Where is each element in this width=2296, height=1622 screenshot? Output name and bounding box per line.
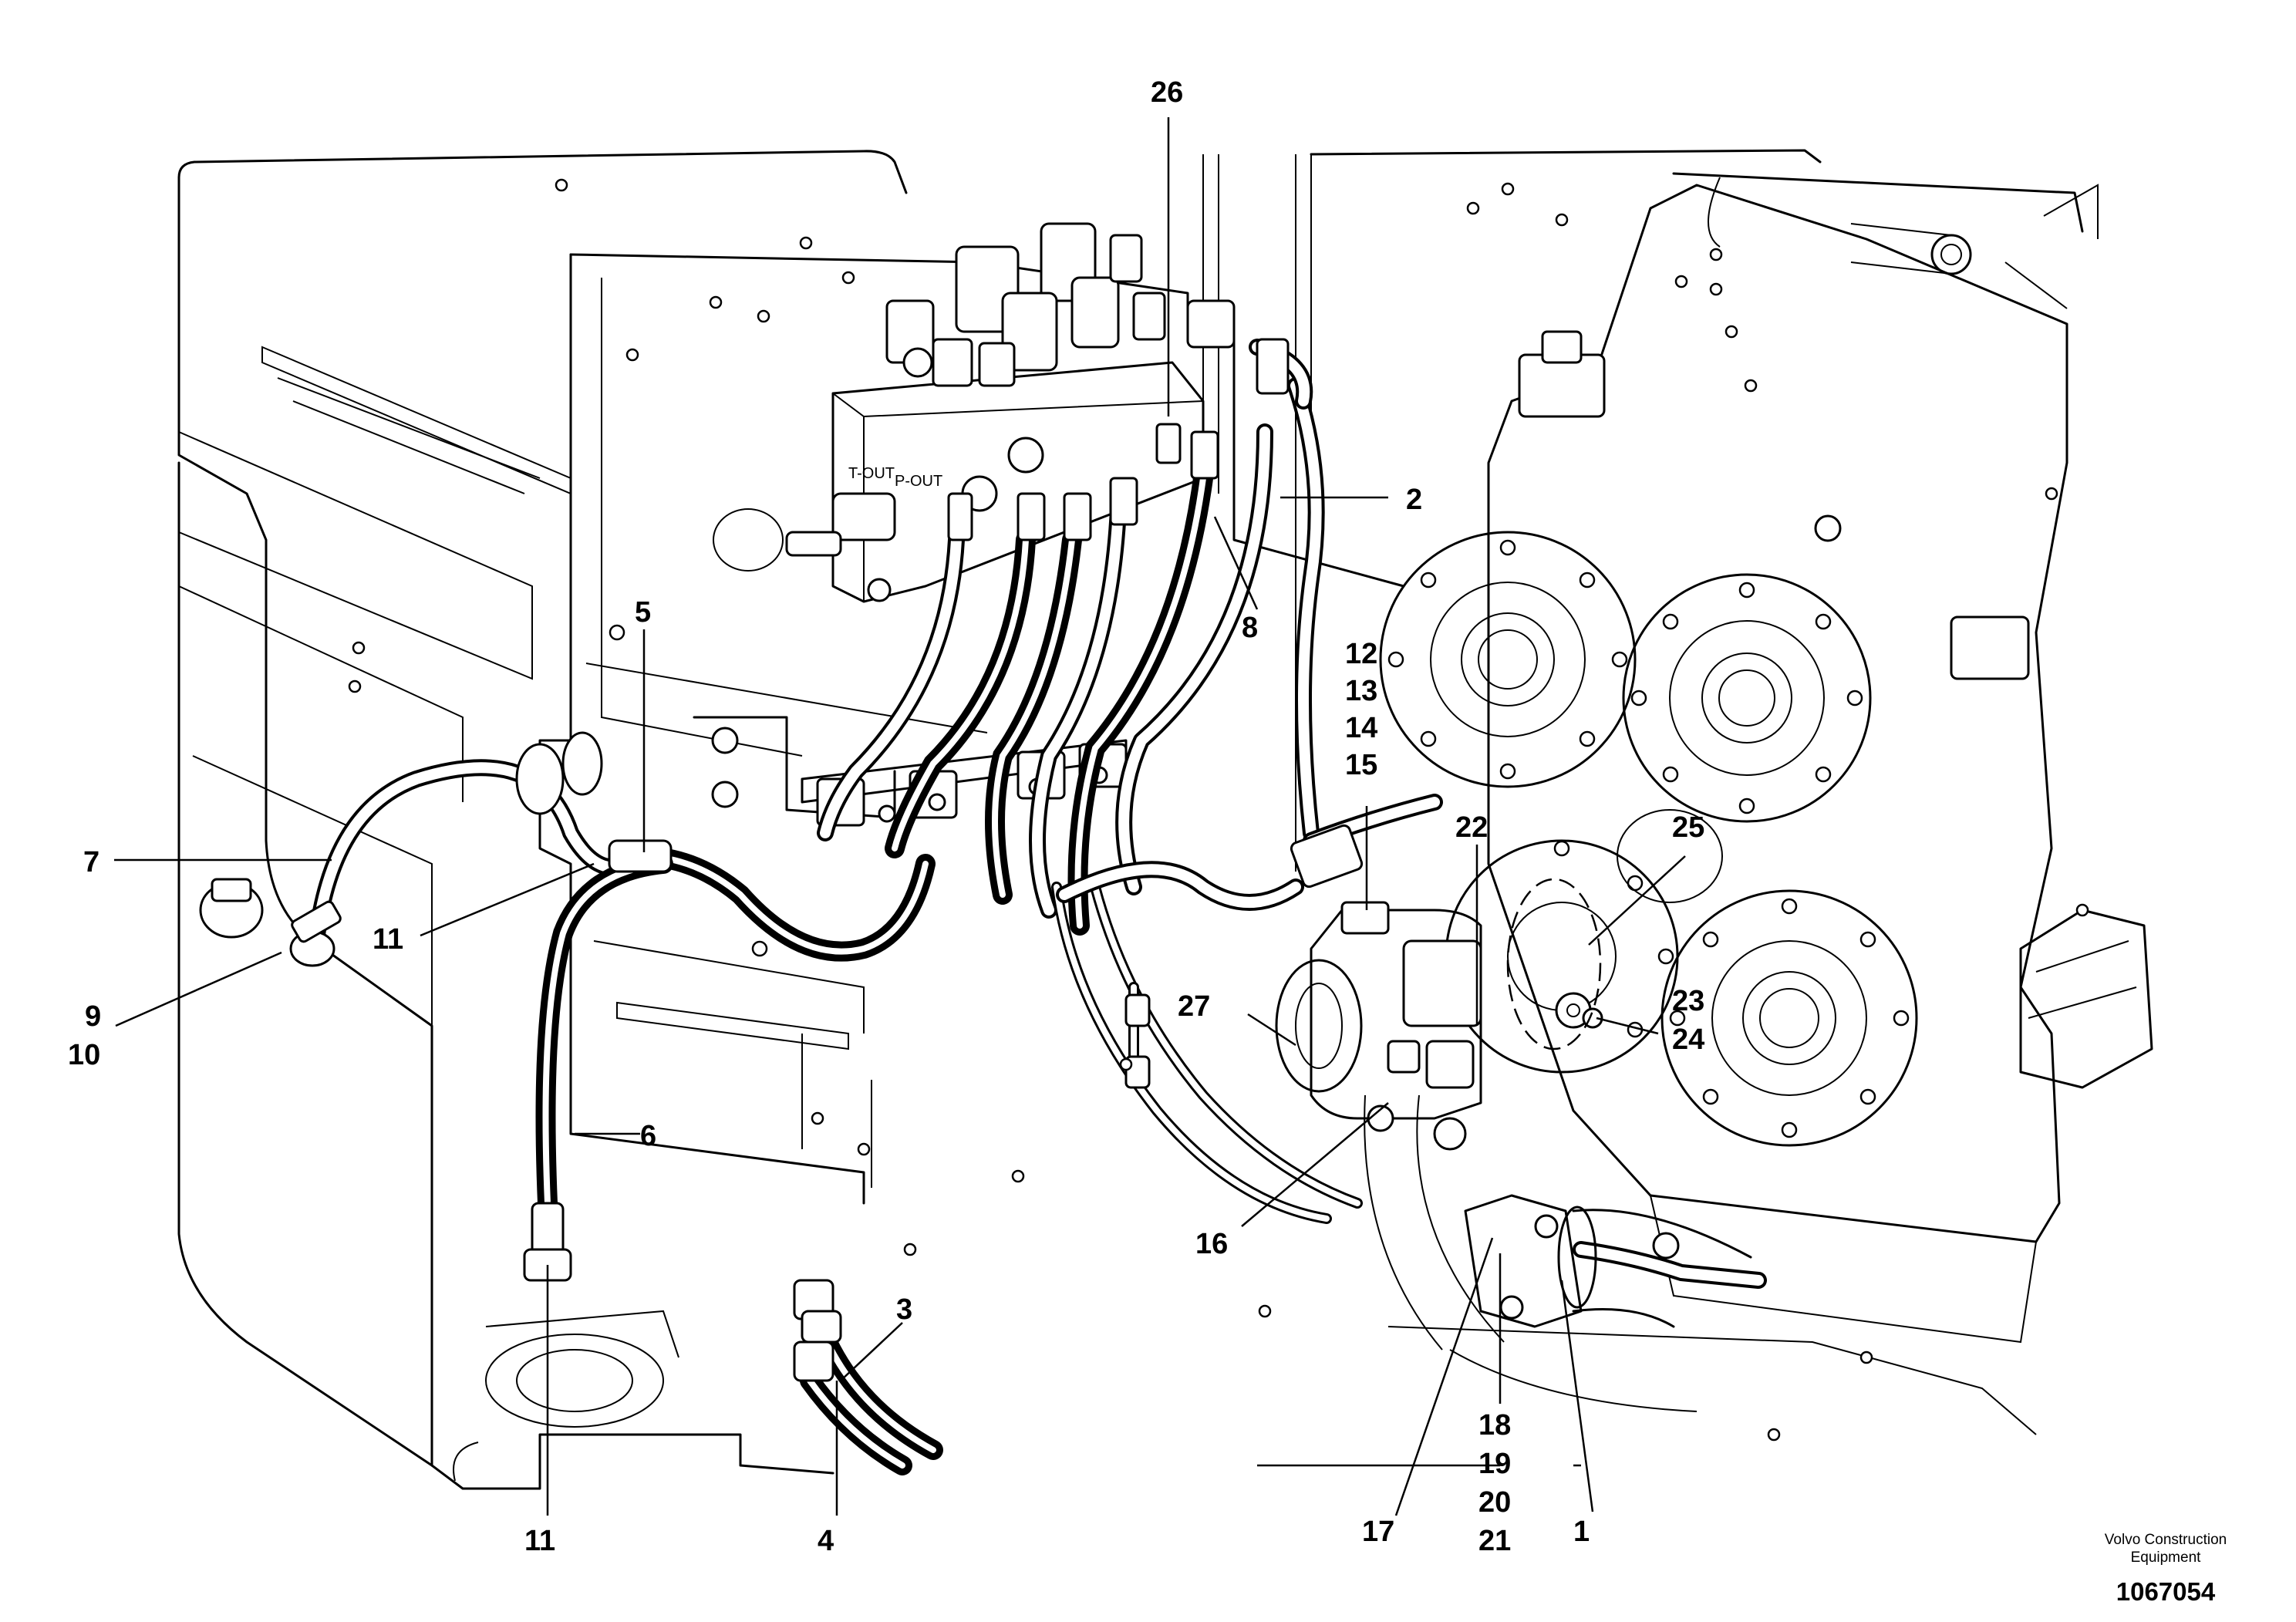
hydraulic-pump [1275, 824, 1603, 1328]
callout-23: 23 [1672, 985, 1704, 1017]
callout-labels: 26 2 8 5 12 13 14 15 22 25 7 11 9 10 27 … [68, 76, 1704, 1557]
o-ring-25 [1506, 878, 1602, 1050]
callout-5: 5 [635, 596, 651, 629]
drawing-number: 1067054 [2116, 1577, 2216, 1606]
callout-6: 6 [640, 1120, 656, 1152]
callout-19: 19 [1478, 1448, 1511, 1480]
callout-16: 16 [1195, 1228, 1228, 1260]
valve-t-out-label: T-OUT [848, 465, 895, 482]
callout-25: 25 [1672, 811, 1704, 844]
flange-upper-right [1622, 573, 1872, 823]
callout-17: 17 [1362, 1516, 1394, 1548]
callout-26: 26 [1151, 76, 1183, 109]
machine-frame [177, 149, 2153, 1490]
callout-12: 12 [1345, 638, 1377, 670]
leader-lines [114, 117, 1686, 1516]
callout-2: 2 [1406, 484, 1422, 516]
callout-11-lower: 11 [524, 1525, 555, 1557]
flange-lower-right [1660, 889, 1918, 1147]
callout-21: 21 [1478, 1525, 1511, 1557]
callout-4: 4 [818, 1525, 834, 1557]
callout-22: 22 [1455, 811, 1488, 844]
control-valve-block: T-OUT P-OUT [693, 222, 1236, 819]
frame-holes [348, 178, 2089, 1442]
callout-10: 10 [68, 1039, 100, 1071]
flange-upper-left [1379, 531, 1637, 788]
callout-11-upper: 11 [373, 923, 403, 956]
company-name-line1: Volvo Construction [2105, 1532, 2227, 1548]
callout-13: 13 [1345, 675, 1377, 707]
callout-18: 18 [1478, 1409, 1511, 1442]
callout-1: 1 [1573, 1516, 1590, 1548]
callout-20: 20 [1478, 1486, 1511, 1519]
callout-7: 7 [83, 846, 99, 878]
callout-8: 8 [1242, 612, 1258, 644]
title-block: Volvo Construction Equipment 1067054 [2105, 1532, 2227, 1606]
valve-p-out-label: P-OUT [895, 473, 942, 490]
company-name-line2: Equipment [2131, 1549, 2202, 1566]
fittings [199, 330, 2030, 1382]
gearbox-flanges [1379, 223, 1972, 1147]
callout-15: 15 [1345, 749, 1377, 781]
callout-27: 27 [1178, 990, 1210, 1023]
callout-9: 9 [85, 1000, 101, 1033]
callout-24: 24 [1672, 1023, 1704, 1056]
callout-14: 14 [1345, 712, 1377, 744]
callout-3: 3 [896, 1293, 912, 1326]
